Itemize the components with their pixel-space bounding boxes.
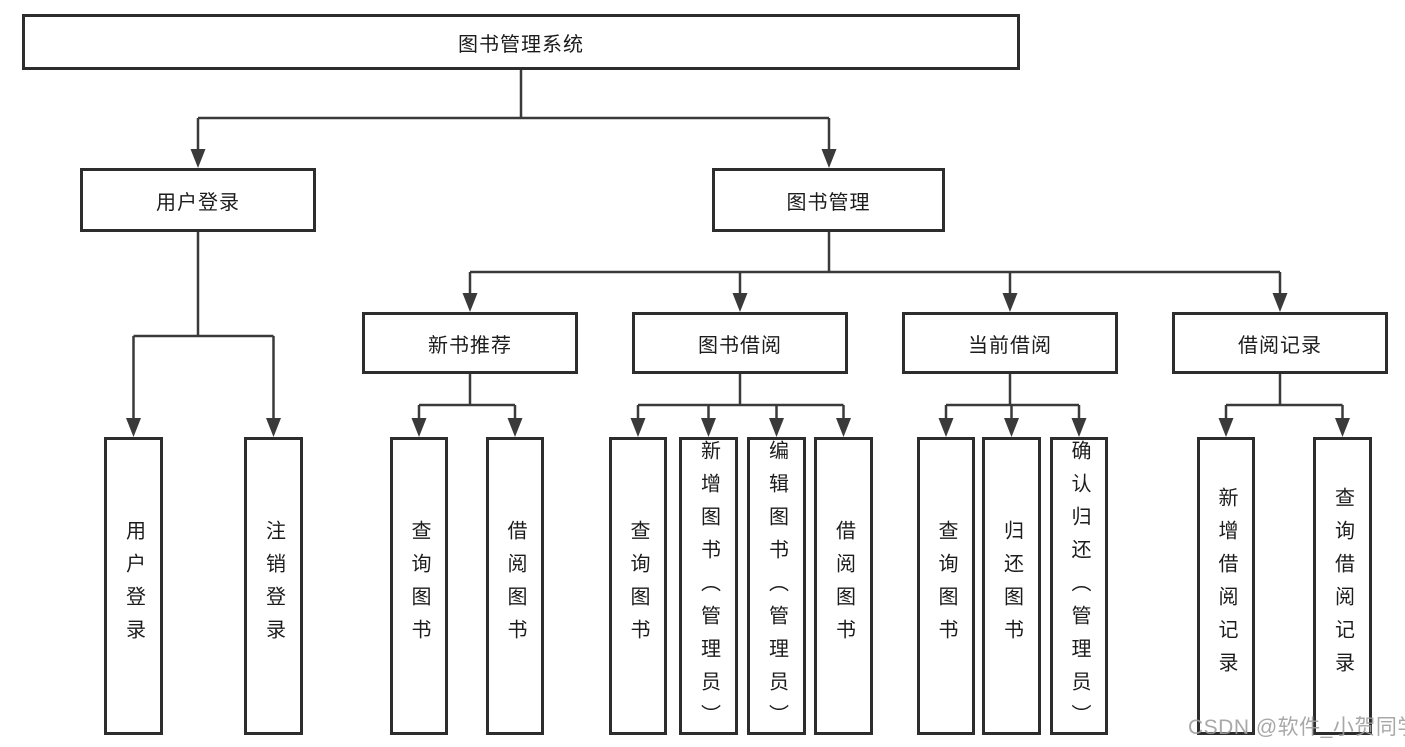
leaf-add-borrow-record: 新增借阅记录 bbox=[1197, 437, 1255, 735]
node-label: 新增借阅记录 bbox=[1215, 487, 1237, 685]
node-label: 查询图书 bbox=[408, 520, 430, 652]
node-label: 归还图书 bbox=[1000, 520, 1023, 652]
leaf-edit-books-admin: 编辑图书（管理员） bbox=[747, 437, 806, 737]
node-label: 新书推荐 bbox=[428, 334, 512, 357]
node-borrowing-records: 借阅记录 bbox=[1172, 312, 1388, 374]
node-label: 借阅图书 bbox=[832, 520, 855, 652]
node-user-login: 用户登录 bbox=[80, 168, 316, 232]
leaf-user-login: 用户登录 bbox=[104, 437, 163, 735]
leaf-add-books-admin: 新增图书（管理员） bbox=[679, 437, 738, 737]
node-label: 查询图书 bbox=[627, 520, 649, 652]
leaf-search-books-current: 查询图书 bbox=[917, 437, 975, 735]
leaf-return-books: 归还图书 bbox=[982, 437, 1041, 735]
leaf-logout: 注销登录 bbox=[244, 437, 303, 735]
node-label: 借阅记录 bbox=[1238, 334, 1322, 357]
node-label: 当前借阅 bbox=[968, 334, 1052, 357]
node-label: 用户登录 bbox=[156, 191, 240, 214]
node-book-management: 图书管理 bbox=[712, 168, 945, 232]
leaf-search-borrow-record: 查询借阅记录 bbox=[1313, 437, 1372, 735]
node-label: 借阅图书 bbox=[504, 520, 526, 652]
node-label: 图书借阅 bbox=[698, 334, 782, 357]
node-label: 图书管理 bbox=[786, 191, 871, 214]
leaf-confirm-return-admin: 确认归还（管理员） bbox=[1050, 437, 1108, 737]
node-label: 查询借阅记录 bbox=[1331, 487, 1354, 685]
node-label: 确认归还（管理员） bbox=[1068, 440, 1090, 737]
leaf-search-books-borrowing: 查询图书 bbox=[609, 437, 667, 735]
node-label: 编辑图书（管理员） bbox=[765, 440, 788, 737]
node-label: 新增图书（管理员） bbox=[697, 440, 720, 737]
leaf-search-books-recommend: 查询图书 bbox=[390, 437, 448, 735]
csdn-watermark: CSDN @软件_小贺同学 bbox=[1188, 716, 1405, 739]
node-book-borrowing: 图书借阅 bbox=[632, 312, 848, 374]
node-root-library-system: 图书管理系统 bbox=[22, 14, 1020, 70]
node-label: 查询图书 bbox=[935, 520, 957, 652]
node-label: 注销登录 bbox=[262, 520, 285, 652]
leaf-borrow-books-recommend: 借阅图书 bbox=[486, 437, 544, 735]
leaf-borrow-books: 借阅图书 bbox=[814, 437, 873, 735]
node-label: 图书管理系统 bbox=[458, 33, 584, 56]
node-label: 用户登录 bbox=[122, 520, 145, 652]
node-current-borrowing: 当前借阅 bbox=[902, 312, 1118, 374]
node-new-book-recommend: 新书推荐 bbox=[362, 312, 578, 374]
arrowheads bbox=[126, 149, 1350, 437]
